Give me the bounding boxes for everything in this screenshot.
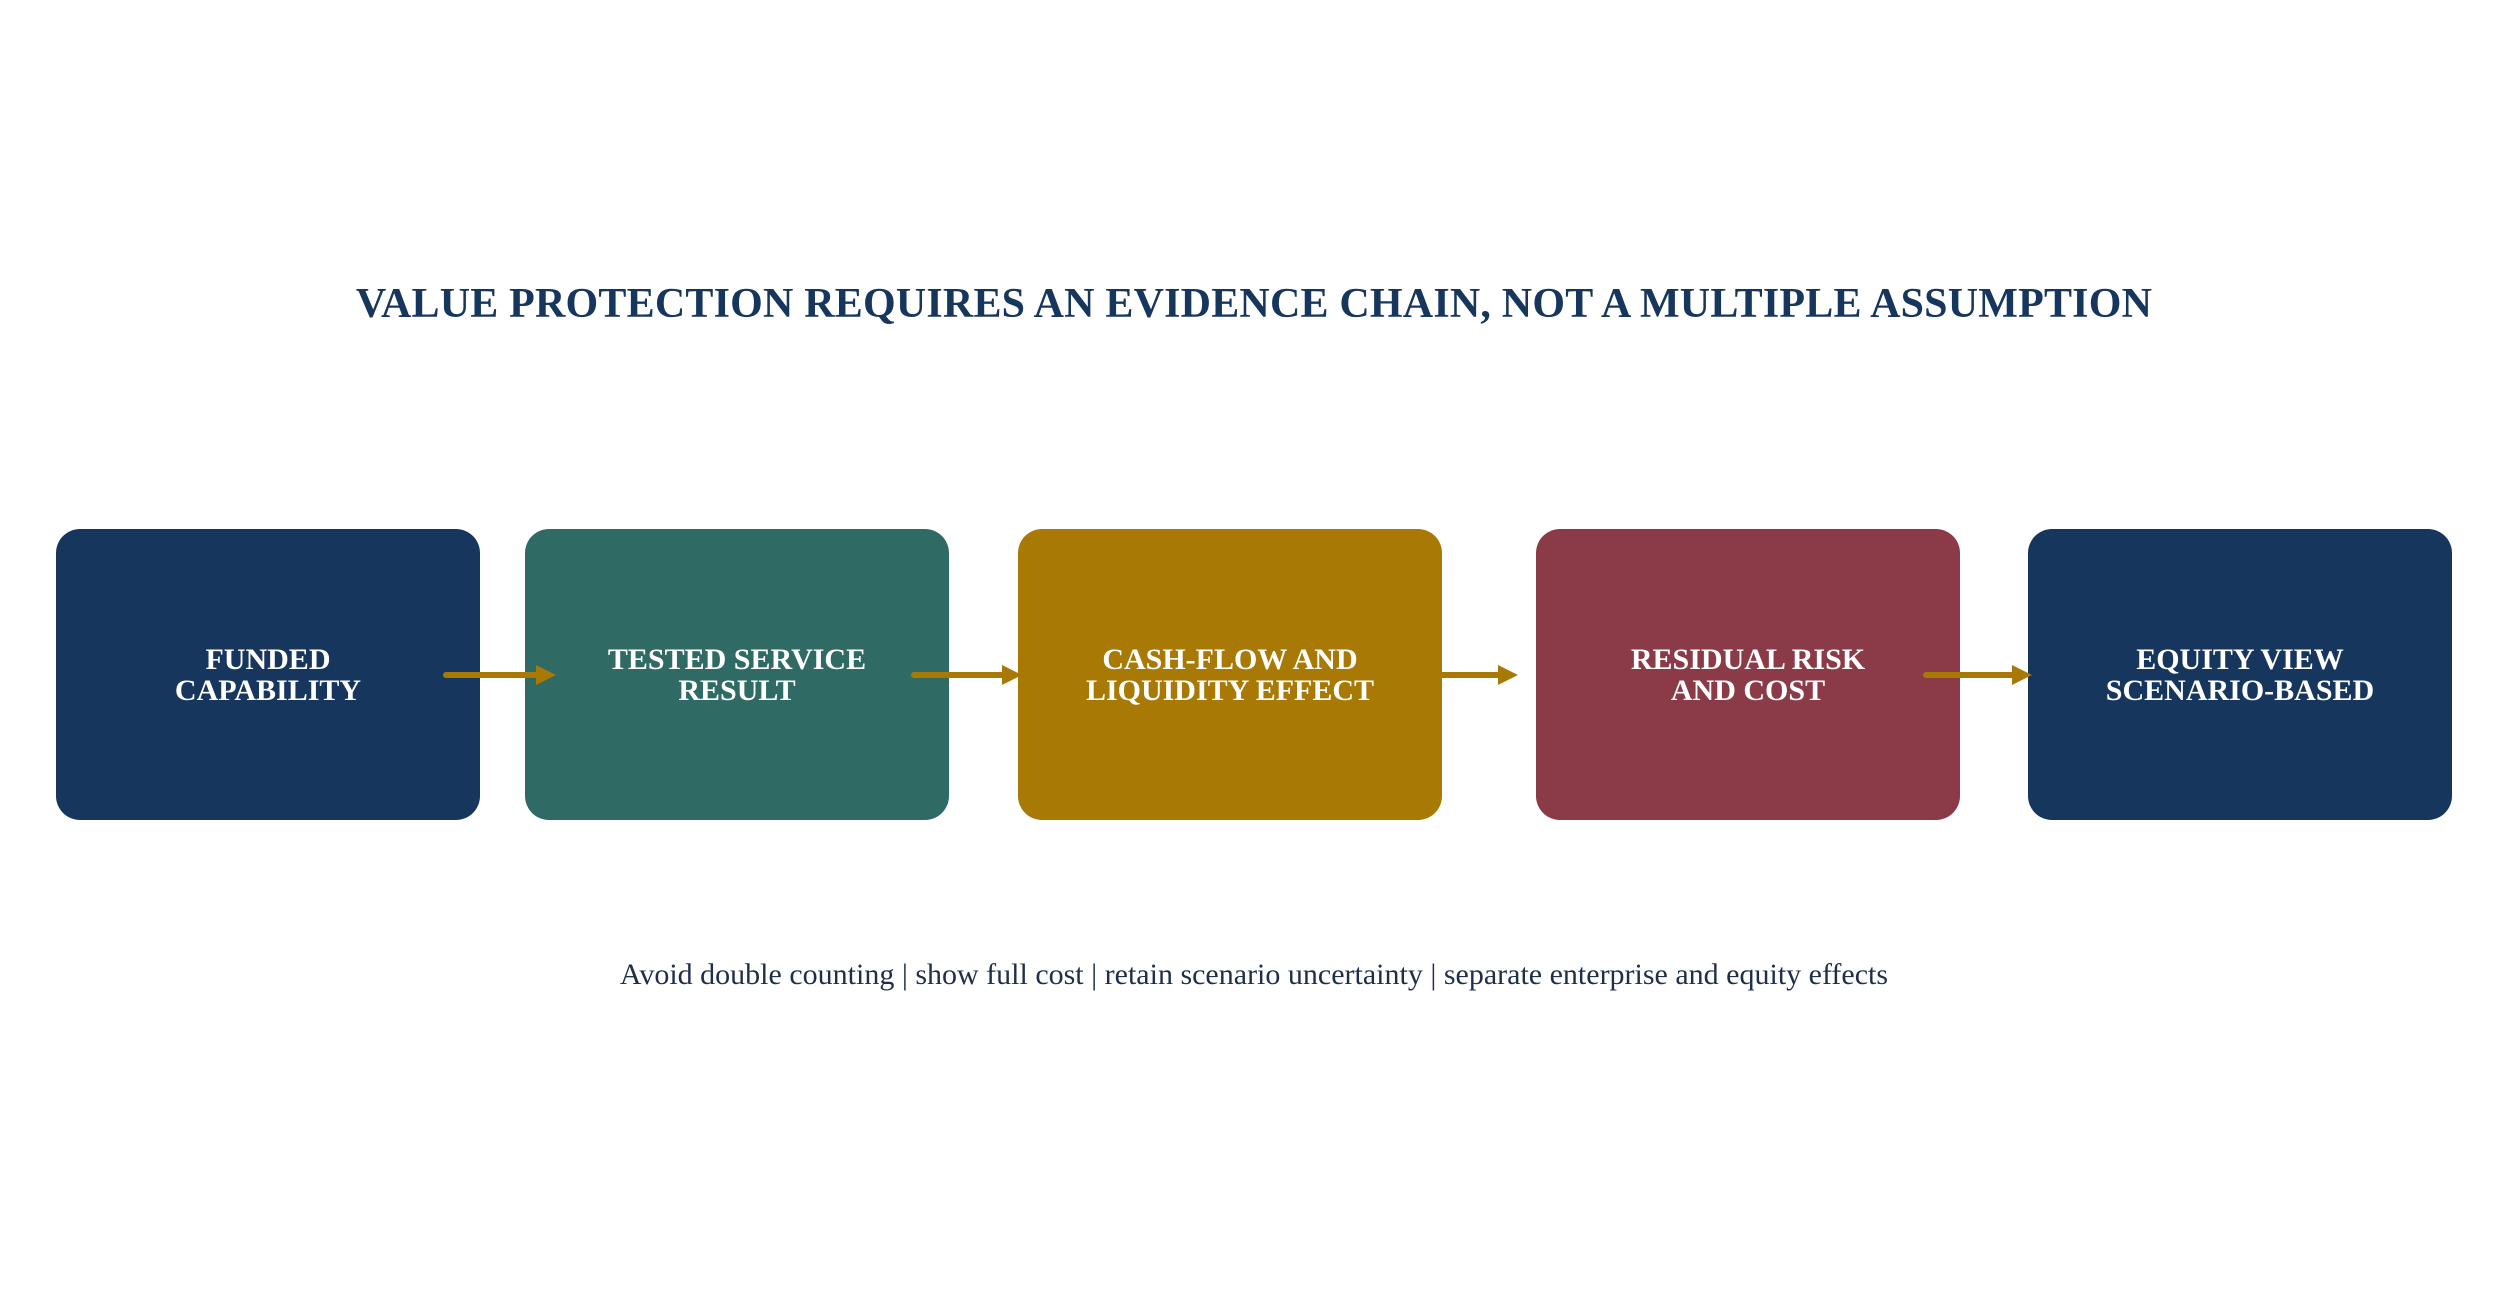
step-tested-service-result: TESTED SERVICE RESULT [525,529,949,820]
step-label: TESTED SERVICE RESULT [607,642,867,707]
step-label: RESIDUAL RISK AND COST [1630,642,1866,707]
diagram-title: VALUE PROTECTION REQUIRES AN EVIDENCE CH… [355,281,2153,327]
step-label: FUNDED CAPABILITY [174,642,362,707]
footer-note: Avoid double counting | show full cost |… [619,958,1889,991]
step-label: CASH-FLOW AND LIQUIDITY EFFECT [1085,642,1375,707]
step-equity-view: EQUITY VIEW SCENARIO-BASED [2028,529,2452,820]
step-funded-capability: FUNDED CAPABILITY [56,529,480,820]
step-residual-risk-cost: RESIDUAL RISK AND COST [1536,529,1960,820]
arrow-3 [1437,665,1518,685]
step-cash-flow-liquidity-effect: CASH-FLOW AND LIQUIDITY EFFECT [1018,529,1442,820]
step-label: EQUITY VIEW SCENARIO-BASED [2105,642,2375,707]
